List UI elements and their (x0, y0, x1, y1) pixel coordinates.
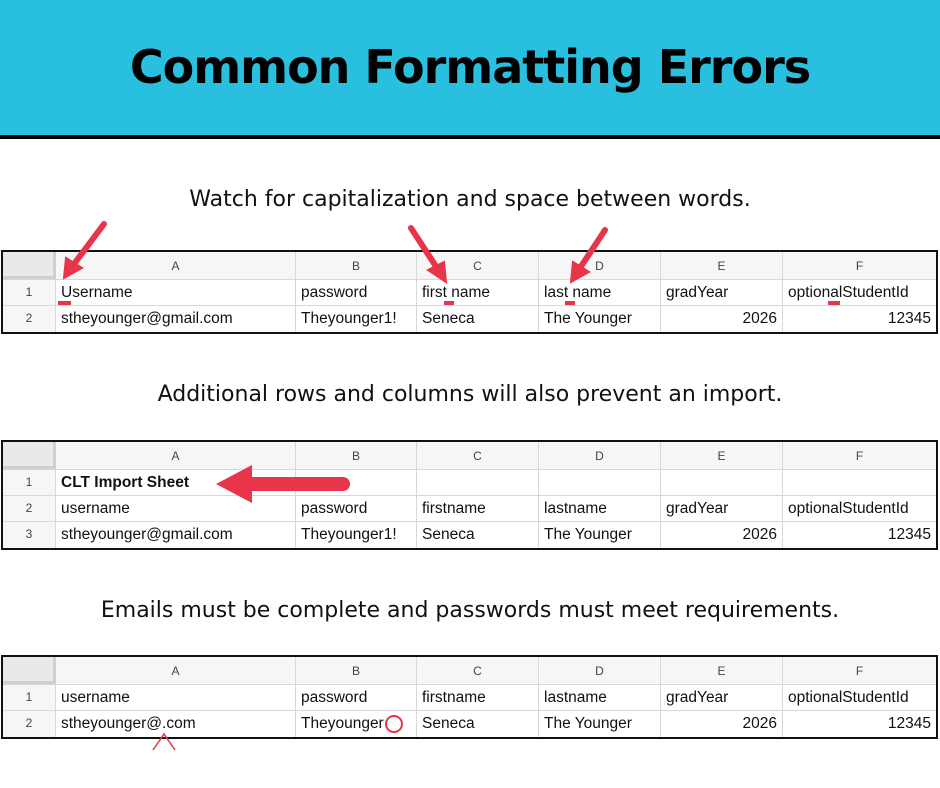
cell[interactable]: optionalStudentId (788, 689, 909, 706)
spreadsheet-email-password: A B C D E F 1 username password firstnam… (1, 655, 938, 739)
cell[interactable] (539, 470, 661, 495)
cell[interactable]: 2026 (661, 522, 783, 548)
column-header-f[interactable]: F (855, 449, 864, 463)
cell[interactable]: Seneca (417, 711, 539, 737)
column-header-b[interactable]: B (296, 252, 417, 279)
column-header-a[interactable]: A (56, 442, 296, 469)
column-header-d[interactable]: D (539, 657, 661, 684)
cell-sheet-title[interactable]: CLT Import Sheet (56, 470, 296, 495)
row-number[interactable]: 1 (3, 280, 56, 305)
cell[interactable] (783, 470, 936, 495)
column-header-row: A B C D E F (3, 252, 936, 280)
cell[interactable] (417, 470, 539, 495)
column-header-c[interactable]: C (417, 252, 539, 279)
error-underline-optional (828, 301, 840, 305)
caption-additional-rows: Additional rows and columns will also pr… (157, 382, 783, 407)
row-number[interactable]: 1 (3, 685, 56, 710)
cell[interactable]: username (56, 685, 296, 710)
error-underline-capital (58, 301, 71, 305)
cell[interactable]: username (56, 496, 296, 521)
cell[interactable]: The Younger (539, 306, 661, 332)
row-number[interactable]: 2 (3, 711, 56, 737)
cell[interactable]: lastname (539, 685, 661, 710)
cell[interactable]: first name (417, 280, 539, 305)
column-header-e[interactable]: E (661, 657, 783, 684)
column-header-a[interactable]: A (56, 252, 296, 279)
table-row: 3 stheyounger@gmail.com Theyounger1! Sen… (3, 522, 936, 548)
column-header-row: A B C D E F (3, 657, 936, 685)
cell[interactable]: stheyounger@gmail.com (56, 306, 296, 332)
row-number[interactable]: 2 (3, 496, 56, 521)
table-row: 2 stheyounger@.com Theyounger Seneca The… (3, 711, 936, 737)
error-underline-first-name-space (444, 301, 454, 305)
caption-capitalization: Watch for capitalization and space betwe… (189, 187, 751, 212)
cell[interactable]: password (296, 685, 417, 710)
column-header-b[interactable]: B (296, 442, 417, 469)
row-number[interactable]: 3 (3, 522, 56, 548)
cell[interactable]: firstname (417, 685, 539, 710)
cell[interactable]: 12345 (887, 715, 931, 732)
table-row: 2 stheyounger@gmail.com Theyounger1! Sen… (3, 306, 936, 332)
column-header-f[interactable]: F (855, 664, 864, 678)
title-banner: Common Formatting Errors (0, 0, 940, 139)
cell[interactable]: gradYear (661, 496, 783, 521)
cell[interactable]: 12345 (887, 526, 931, 543)
column-header-d[interactable]: D (539, 442, 661, 469)
cell[interactable]: 2026 (661, 711, 783, 737)
cell[interactable]: password (296, 496, 417, 521)
spreadsheet-extra-rows: A B C D E F 1 CLT Import Sheet 2 usernam… (1, 440, 938, 550)
select-all-corner[interactable] (3, 657, 56, 684)
column-header-a[interactable]: A (56, 657, 296, 684)
row-number[interactable]: 2 (3, 306, 56, 332)
spreadsheet-capitalization: A B C D E F 1 Username password first na… (1, 250, 938, 334)
cell[interactable]: gradYear (661, 280, 783, 305)
cell-incomplete-email[interactable]: stheyounger@.com (56, 711, 296, 737)
cell[interactable]: firstname (417, 496, 539, 521)
column-header-e[interactable]: E (661, 252, 783, 279)
cell-weak-password[interactable]: Theyounger (296, 711, 417, 737)
cell[interactable]: password (296, 280, 417, 305)
cell[interactable]: Username (56, 280, 296, 305)
cell[interactable]: optionalStudentId (788, 284, 909, 301)
error-underline-last-name-space (565, 301, 575, 305)
cell[interactable]: The Younger (539, 711, 661, 737)
table-row: 1 Username password first name last name… (3, 280, 936, 306)
cell[interactable]: last name (539, 280, 661, 305)
column-header-c[interactable]: C (417, 442, 539, 469)
column-header-d[interactable]: D (539, 252, 661, 279)
table-row: 1 username password firstname lastname g… (3, 685, 936, 711)
column-header-b[interactable]: B (296, 657, 417, 684)
table-row: 1 CLT Import Sheet (3, 470, 936, 496)
column-header-e[interactable]: E (661, 442, 783, 469)
cell[interactable]: 2026 (661, 306, 783, 332)
column-header-c[interactable]: C (417, 657, 539, 684)
select-all-corner[interactable] (3, 252, 56, 279)
cell[interactable]: Theyounger1! (296, 522, 417, 548)
cell[interactable]: stheyounger@gmail.com (56, 522, 296, 548)
cell[interactable] (661, 470, 783, 495)
cell[interactable]: Seneca (417, 522, 539, 548)
cell[interactable]: gradYear (661, 685, 783, 710)
cell[interactable]: optionalStudentId (788, 500, 909, 517)
cell[interactable]: Seneca (417, 306, 539, 332)
cell[interactable]: 12345 (887, 310, 931, 327)
cell[interactable]: lastname (539, 496, 661, 521)
table-row: 2 username password firstname lastname g… (3, 496, 936, 522)
cell[interactable] (296, 470, 417, 495)
cell[interactable]: Theyounger1! (296, 306, 417, 332)
column-header-row: A B C D E F (3, 442, 936, 470)
column-header-f[interactable]: F (855, 259, 864, 273)
select-all-corner[interactable] (3, 442, 56, 469)
cell[interactable]: The Younger (539, 522, 661, 548)
caption-email-password: Emails must be complete and passwords mu… (100, 598, 840, 623)
page-title: Common Formatting Errors (129, 40, 811, 94)
row-number[interactable]: 1 (3, 470, 56, 495)
